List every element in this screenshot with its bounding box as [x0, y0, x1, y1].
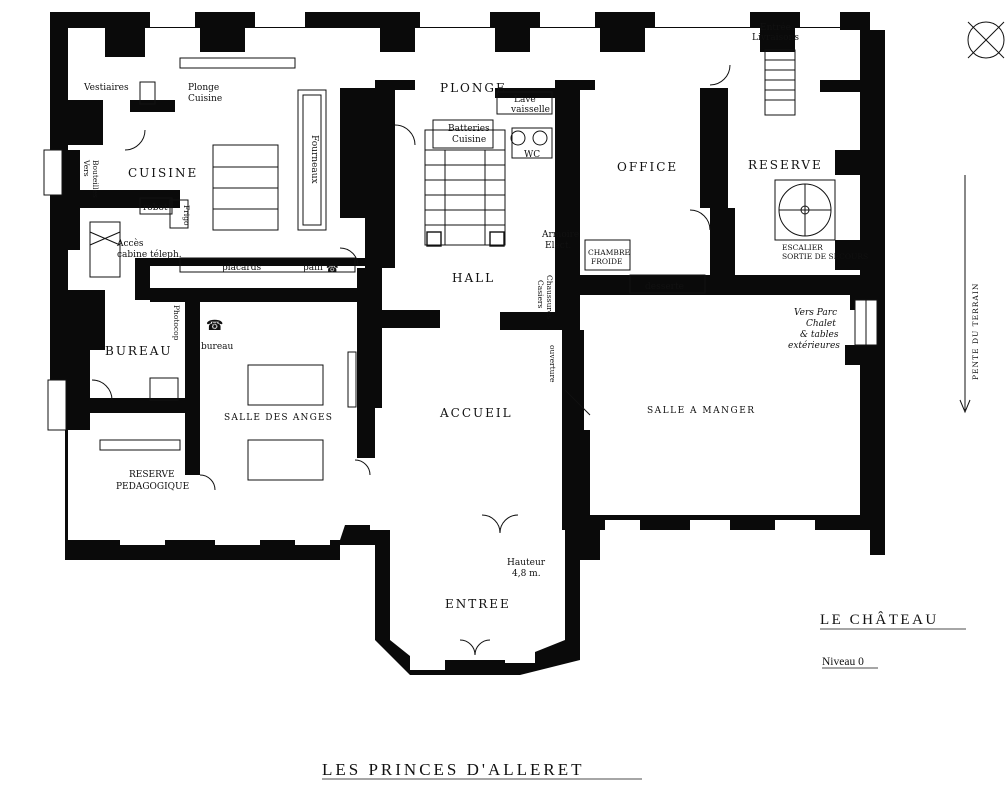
- telephone-icon: ☎: [206, 318, 223, 334]
- label-salle-des-anges: SALLE DES ANGES: [224, 413, 333, 423]
- fixtures: [89, 49, 867, 656]
- label-pain: pain: [303, 263, 323, 273]
- label-desserte: desserte: [645, 282, 684, 292]
- terrain-label: PENTE DU TERRAIN: [971, 283, 980, 380]
- label-vers-parc-2: Chalet: [806, 319, 836, 329]
- label-vestiaires: Vestiaires: [83, 83, 129, 93]
- label-cuisine: CUISINE: [128, 166, 198, 180]
- label-wc: WC: [524, 150, 540, 160]
- label-entree-livraisons-2: Livraisons: [752, 33, 799, 43]
- label-plonge-cuisine-1: Plonge: [188, 83, 219, 93]
- label-plonge: PLONGE: [440, 81, 507, 95]
- label-escalier-2: SORTIE DE SECOURS: [782, 252, 868, 261]
- main-title: LES PRINCES D'ALLERET: [322, 760, 585, 779]
- level-label: Niveau 0: [822, 656, 864, 668]
- label-placards: placards: [222, 263, 261, 273]
- label-lave-vaisselle-1: Lave: [514, 95, 536, 105]
- label-armoire-1: Armoire: [541, 230, 579, 240]
- walls: [43, 12, 885, 675]
- label-chambre-froide-2: FROIDE: [591, 257, 622, 266]
- label-vers-parc-4: extérieures: [788, 340, 840, 351]
- telephone-icon: ☎: [326, 264, 338, 275]
- room-labels: Vestiaires Plonge Cuisine PLONGE Lave va…: [82, 22, 868, 611]
- label-frigo: Frigo: [182, 205, 191, 226]
- label-salle-a-manger: SALLE A MANGER: [647, 406, 756, 416]
- label-hall: HALL: [452, 271, 495, 285]
- label-acces-1: Accès: [116, 238, 144, 249]
- label-hauteur-2: 4,8 m.: [512, 569, 541, 579]
- label-batteries-1: Batteries: [448, 124, 490, 134]
- label-vers-parc-3: & tables: [800, 330, 839, 340]
- label-accueil: ACCUEIL: [439, 406, 513, 420]
- label-casiers-2: Chaussures: [545, 275, 554, 319]
- label-vers-parc-1: Vers Parc: [794, 308, 837, 318]
- label-fourneaux: Fourneaux: [309, 135, 319, 184]
- label-acces-2: cabine téleph.: [117, 249, 182, 260]
- label-hauteur-1: Hauteur: [507, 558, 546, 568]
- terrain-slope-arrow: [959, 175, 971, 414]
- label-armoire-2: Elect.: [545, 241, 571, 251]
- label-plonge-cuisine-2: Cuisine: [188, 94, 222, 104]
- label-bureau-small: bureau: [201, 342, 234, 352]
- label-casiers-1: Casiers: [536, 280, 545, 308]
- label-reserve-pedagogique-2: PEDAGOGIQUE: [116, 482, 189, 492]
- label-entree: ENTREE: [445, 597, 511, 611]
- label-chambre-froide-1: CHAMBRE: [588, 248, 630, 257]
- label-escalier-1: ESCALIER: [782, 243, 823, 252]
- label-batteries-2: Cuisine: [452, 135, 486, 145]
- label-robot: robot: [143, 203, 168, 213]
- label-reserve-pedagogique-1: RESERVE: [129, 470, 175, 480]
- label-photocop: Photocop: [172, 305, 181, 341]
- label-entree-livraisons-1: Entrée: [760, 22, 791, 33]
- label-vers-bouteilles-2: Bouteilles: [91, 160, 100, 198]
- label-office: OFFICE: [617, 160, 678, 174]
- label-lave-vaisselle-2: vaisselle: [510, 105, 550, 115]
- label-reserve: RESERVE: [748, 158, 823, 172]
- label-vers-bouteilles-1: Vers: [82, 159, 91, 177]
- label-ouverture: ouverture: [548, 345, 557, 383]
- label-bureau: BUREAU: [105, 344, 173, 358]
- compass: [967, 21, 1005, 59]
- chateau-title: LE CHÂTEAU: [820, 611, 939, 628]
